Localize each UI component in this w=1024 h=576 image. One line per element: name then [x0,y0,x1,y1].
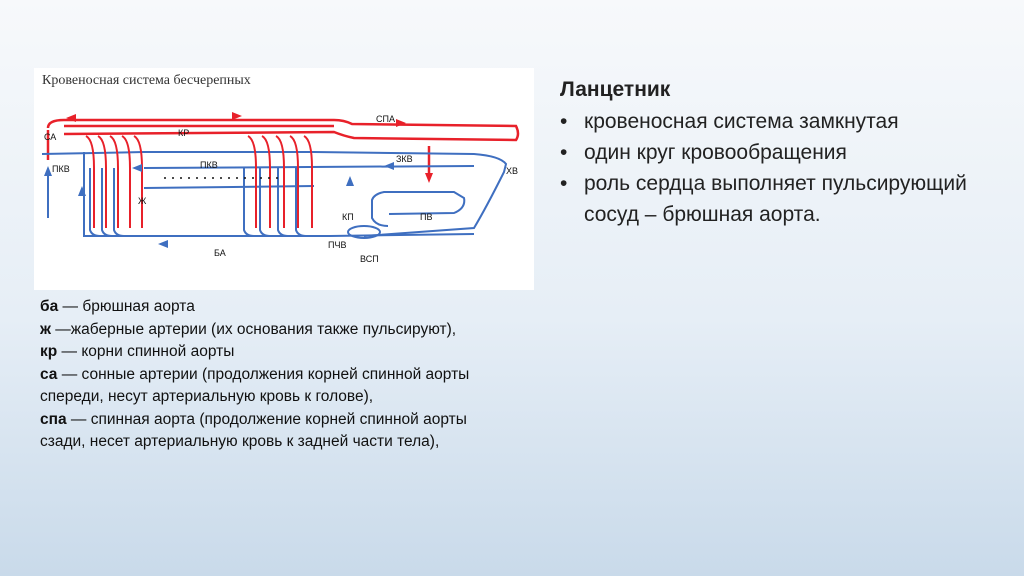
side-panel: Ланцетник •кровеносная система замкнутая… [560,78,980,230]
label-zh: Ж [138,196,147,206]
arrow-left-icon [384,162,394,170]
bullet-list: •кровеносная система замкнутая •один кру… [560,106,980,230]
diagram-title: Кровеносная система бесчерепных [42,73,251,88]
label-hv: ХВ [506,166,518,176]
label-kr: КР [178,128,189,138]
venous-arrows [44,162,394,248]
legend-row: спереди, несут артериальную кровь к голо… [40,388,374,405]
label-pkv-mid: ПКВ [200,160,218,170]
label-ba: БА [214,248,226,258]
arterial-arrows [66,112,433,183]
bullet-icon: • [560,141,568,164]
arrow-left-icon [132,164,142,172]
arrow-left-icon [158,240,168,248]
label-pkv-left: ПКВ [52,164,70,174]
label-pv: ПВ [420,212,432,222]
arrow-up-icon [78,186,86,196]
portal-vein [347,225,381,239]
dorsal-aorta-roots [46,118,520,160]
arrow-right-icon [396,119,406,127]
legend-row: ж —жаберные артерии (их основания также … [40,320,457,338]
circulatory-diagram: Кровеносная система бесчерепных [34,68,534,290]
arrow-right-icon [232,112,242,120]
arrow-up-icon [44,166,52,176]
legend: ба — брюшная аорта ж —жаберные артерии (… [40,296,540,454]
bullet-item: •один круг кровообращения [560,137,980,168]
legend-row: спа — спинная аорта (продолжение корней … [40,410,467,428]
bullet-item: •роль сердца выполняет пульсирующий сосу… [560,168,980,230]
body-outline [41,151,508,237]
legend-row: са — сонные артерии (продолжения корней … [40,365,470,383]
label-sa: СА [44,132,56,142]
arrow-left-icon [66,114,76,122]
legend-row: сзади, несет артериальную кровь к задней… [40,433,440,450]
label-vsp: ВСП [360,254,379,264]
bullet-item: •кровеносная система замкнутая [560,106,980,137]
bullet-icon: • [560,172,568,195]
arrow-down-icon [425,173,433,183]
label-spa: СПА [376,114,395,124]
arrow-up-icon [346,176,354,186]
label-kp: КП [342,212,354,222]
diagram-svg: Кровеносная система бесчерепных [41,73,520,264]
side-title: Ланцетник [560,78,671,101]
legend-row: ба — брюшная аорта [40,298,195,315]
gill-veins [89,168,330,237]
label-pchv: ПЧВ [328,240,346,250]
bullet-icon: • [560,110,568,133]
legend-row: кр — корни спинной аорты [40,343,235,360]
gill-arteries-right [247,135,313,228]
label-zkv: ЗКВ [396,154,413,164]
